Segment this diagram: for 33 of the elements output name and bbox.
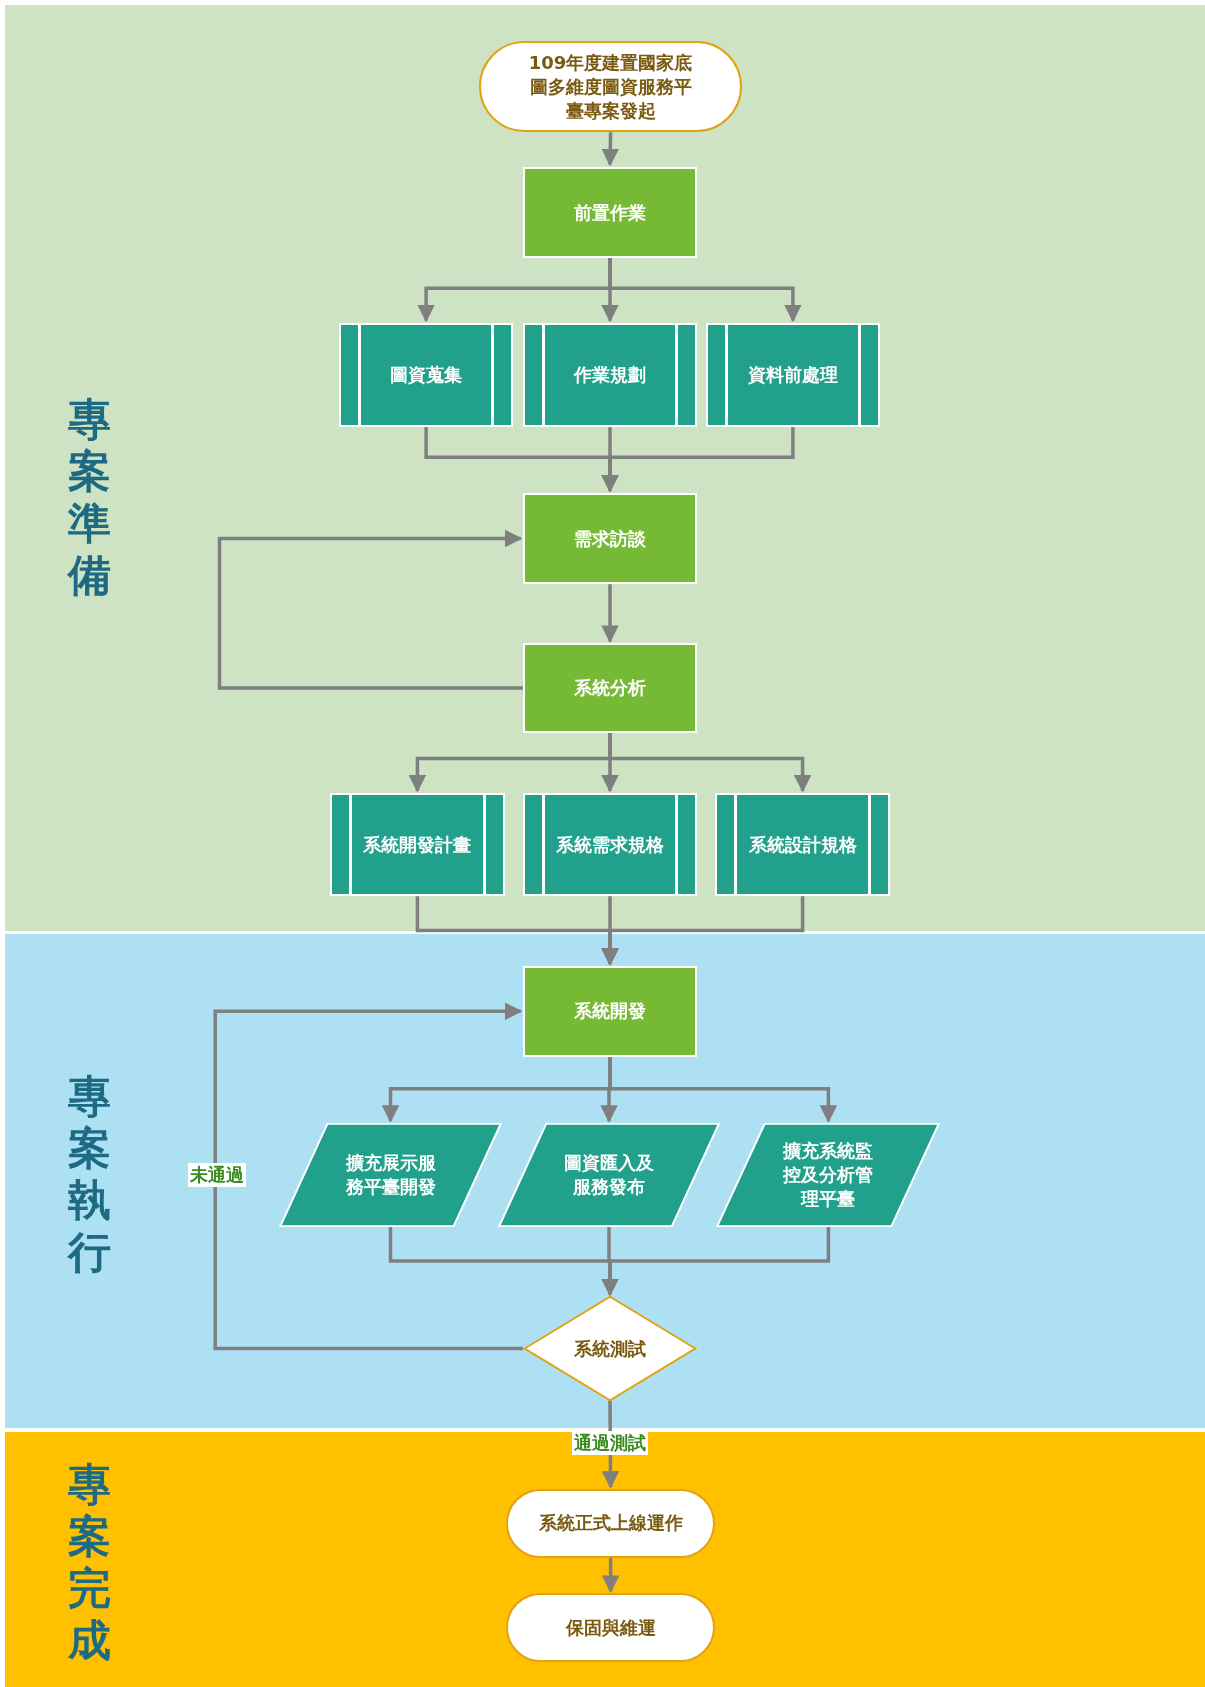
arrow [217,529,523,690]
arrow [601,1557,620,1593]
phase-band [5,5,1205,931]
subprocess-box: 資料前處理 [705,322,881,428]
edge-label: 通過測試 [572,1430,648,1455]
subprocess-box: 系統設計規格 [715,793,890,897]
process-box: 系統開發 [522,966,698,1057]
phase-band [5,1432,1205,1687]
phase-label: 專案執行 [66,1070,113,1279]
terminal-box: 保固與維運 [505,1593,716,1663]
arrow [608,1056,838,1123]
subprocess-box: 作業規劃 [522,322,698,428]
process-box: 需求訪談 [522,492,698,585]
arrow [601,1226,831,1297]
arrow [601,896,805,966]
arrow [601,427,795,493]
data-parallelogram: 擴充系統監控及分析管理平臺 [715,1123,942,1227]
process-box: 系統分析 [522,643,698,733]
arrow [601,132,620,167]
arrow [608,732,812,793]
phase-label: 專案完成 [67,1457,113,1666]
arrow [608,258,802,323]
arrow [601,584,619,643]
phase-band [5,933,1205,1428]
edge-label: 未通過 [188,1162,247,1187]
terminal-box: 系統正式上線運作 [505,1489,716,1558]
subprocess-box: 圖資蒐集 [338,322,514,428]
phase-label: 專案準備 [66,392,113,601]
arrow [213,1002,523,1351]
subprocess-box: 系統開發計畫 [330,793,505,897]
terminal-box: 109年度建置國家底圖多維度圖資服務平臺專案發起 [478,40,743,133]
process-box: 前置作業 [522,166,698,259]
subprocess-box: 系統需求規格 [522,793,698,897]
